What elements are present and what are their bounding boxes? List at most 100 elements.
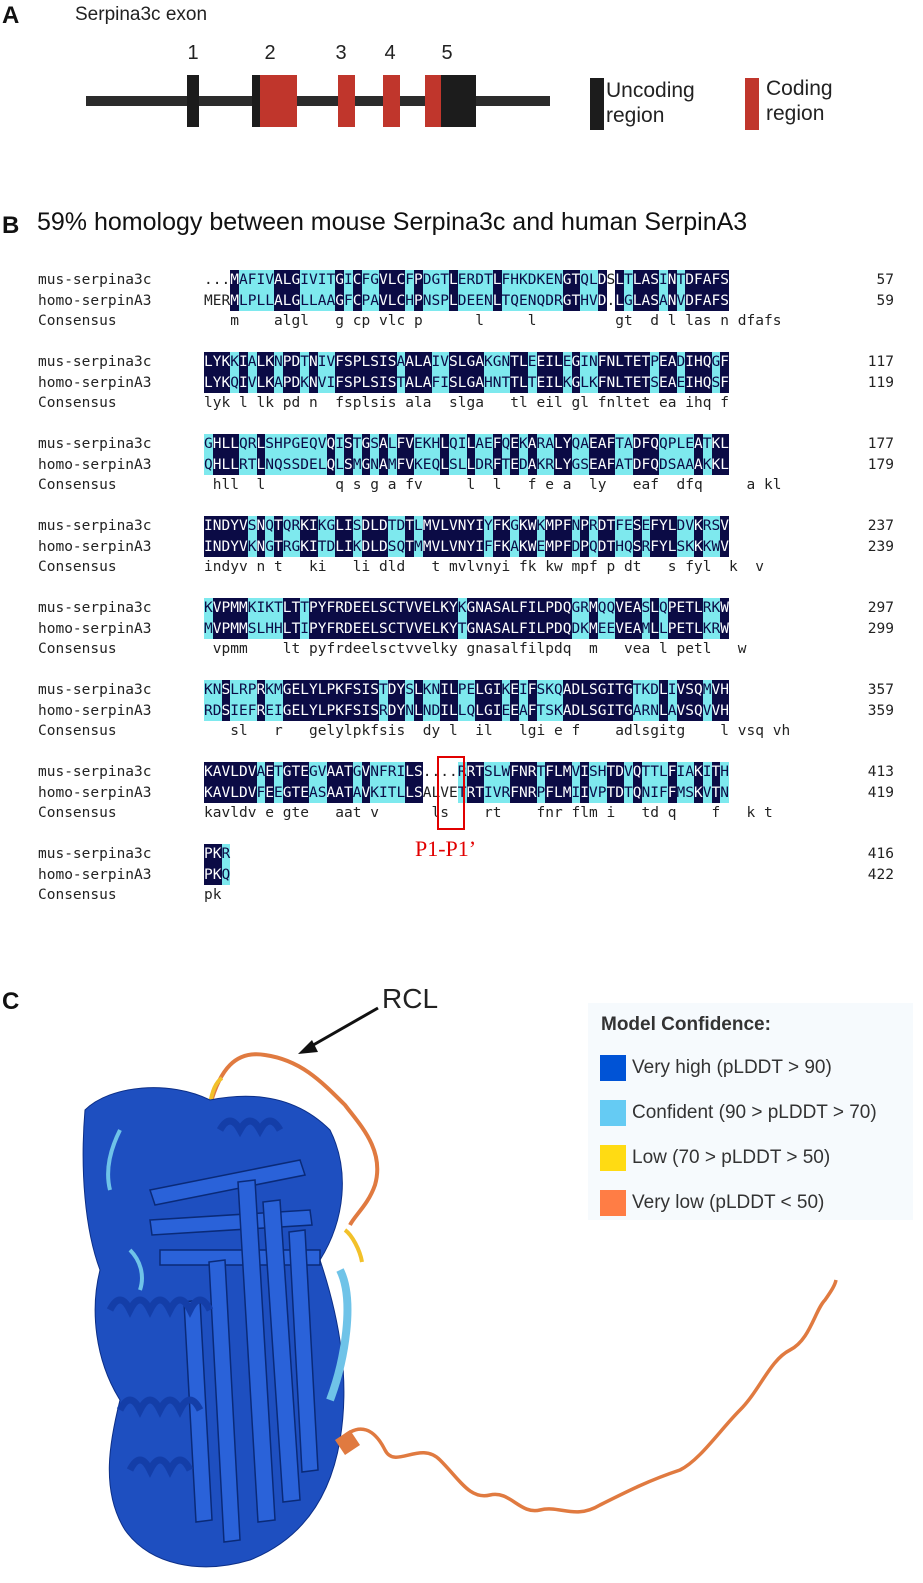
consensus-sequence-row: Consensus m algl g cp vlc p l l gt d l l… — [38, 311, 894, 332]
sequence-name: Consensus — [38, 887, 117, 904]
sequence-residues: QHLLRTLNQSSDELQLSMGNAMFVKEQLSLLDRFTEDAKR… — [204, 454, 729, 476]
exon-4-box — [383, 75, 400, 127]
sequence-name: Consensus — [38, 477, 117, 494]
sequence-residues: KAVLDVAETGTEGVAATGVNFRILS....RRTSLWFNRTF… — [204, 762, 729, 783]
sequence-name: mus-serpina3c — [38, 354, 152, 370]
exon-3-box — [338, 75, 355, 127]
sequence-name: homo-serpinA3 — [38, 456, 152, 473]
sequence-residues: hll l q s g a fv l l f e a ly eaf dfq a … — [212, 477, 782, 494]
sequence-residues: PKQ — [204, 864, 231, 886]
sequence-name: Consensus — [38, 559, 117, 576]
residue-position-number: 59 — [876, 292, 894, 309]
alignment-title: 59% homology between mouse Serpina3c and… — [37, 208, 748, 236]
rcl-label: RCL — [382, 983, 439, 1014]
sequence-name: Consensus — [38, 723, 117, 740]
residue-position-number: 179 — [867, 456, 894, 473]
human-sequence-row: homo-serpinA3 KAVLDVFEEGTEASAATAVKITLLSAL… — [38, 782, 894, 804]
confident-segment — [326, 1268, 352, 1402]
residue-position-number: 419 — [867, 784, 894, 801]
consensus-sequence-row: Consensus vpmm lt pyfrdeelsctvvelky gnas… — [38, 639, 894, 660]
sequence-name: homo-serpinA3 — [38, 620, 152, 637]
sequence-residues: LYKQIVLKAPDKNVIFSPLSISTALAFISLGAHNTTLTEI… — [204, 372, 729, 394]
exon-diagram-title: Serpina3c exon — [75, 4, 208, 25]
beta-sheet-strands — [149, 1159, 321, 1543]
low-label: Low (70 > pLDDT > 50) — [632, 1147, 831, 1168]
sequence-name: Consensus — [38, 641, 117, 658]
exon-1-box — [187, 75, 199, 127]
mouse-sequence-row: mus-serpina3c KNSLRPRKMGELYLPKFSISTDYSLKN… — [38, 680, 894, 701]
sequence-name: mus-serpina3c — [38, 272, 152, 288]
exon-number-2: 2 — [264, 42, 276, 64]
sequence-residues: MERMLPLLALGLLAAGFCPAVLCHPNSPLDEENLTQENQD… — [204, 290, 729, 312]
exon-number-3: 3 — [335, 42, 347, 64]
sequence-name: mus-serpina3c — [38, 682, 152, 698]
human-sequence-row: homo-serpinA3 QHLLRTLNQSSDELQLSMGNAMFVKEQ… — [38, 454, 894, 476]
sequence-residues: KVPMMKIKTLTTPYFRDEELSCTVVELKYKGNASALFILP… — [204, 598, 729, 619]
panel-b-label: B — [2, 212, 20, 239]
sequence-residues: KNSLRPRKMGELYLPKFSISTDYSLKNILPELGIKEIFSK… — [204, 680, 729, 701]
residue-position-number: 357 — [867, 682, 894, 698]
very-low-swatch — [600, 1190, 626, 1216]
human-sequence-row: homo-serpinA3 LYKQIVLKAPDKNVIFSPLSISTALAF… — [38, 372, 894, 394]
residue-position-number: 57 — [876, 272, 894, 288]
exon-number-4: 4 — [384, 42, 396, 64]
sequence-name: homo-serpinA3 — [38, 866, 152, 883]
model-confidence-legend: Model Confidence: Very high (pLDDT > 90)… — [588, 1003, 913, 1220]
very-low-label: Very low (pLDDT < 50) — [632, 1192, 825, 1213]
sequence-name: homo-serpinA3 — [38, 702, 152, 719]
sequence-residues: ...MAFIVALGIVITGICFGVLCFPDGTLERDTLFHKDKE… — [204, 270, 729, 291]
rcl-arrow — [307, 1006, 379, 1050]
exon-2-box — [260, 75, 297, 127]
sequence-name: homo-serpinA3 — [38, 374, 152, 391]
very-high-label: Very high (pLDDT > 90) — [632, 1057, 832, 1078]
sequence-residues: KAVLDVFEEGTEASAATAVKITLLSALVETRTIVRFNRPF… — [204, 782, 729, 804]
exon-diagram: 1 2 3 4 5 — [86, 40, 556, 135]
p1-p1-label: P1-P1’ — [415, 836, 477, 861]
sequence-name: mus-serpina3c — [38, 436, 152, 452]
protein-structure-image — [82, 1006, 838, 1568]
exon-number-5: 5 — [441, 42, 453, 64]
p1-p1-highlight-box — [437, 756, 465, 830]
exon-2-noncoding — [252, 75, 260, 127]
residue-position-number: 177 — [867, 436, 894, 452]
residue-position-number: 359 — [867, 702, 894, 719]
alpha-helices — [106, 1117, 284, 1478]
sequence-name: homo-serpinA3 — [38, 292, 152, 309]
sequence-name: mus-serpina3c — [38, 846, 152, 862]
very-high-swatch — [600, 1055, 626, 1081]
sequence-name: homo-serpinA3 — [38, 784, 152, 801]
rcl-arrowhead — [298, 1040, 318, 1054]
mouse-sequence-row: mus-serpina3c ...MAFIVALGIVITGICFGVLCFPDG… — [38, 270, 894, 291]
disordered-tail — [338, 1279, 838, 1514]
sequence-residues: sl r gelylpkfsis dy l il lgi e f adlsgit… — [230, 723, 791, 740]
model-confidence-title: Model Confidence: — [601, 1014, 771, 1035]
alignment-block: mus-serpina3c KNSLRPRKMGELYLPKFSISTDYSLKN… — [38, 680, 894, 742]
exon-number-1: 1 — [187, 42, 199, 64]
residue-position-number: 299 — [867, 620, 894, 637]
residue-position-number: 119 — [867, 374, 894, 391]
confident-label: Confident (90 > pLDDT > 70) — [632, 1102, 877, 1123]
residue-position-number: 297 — [867, 600, 894, 616]
intron-line — [86, 96, 550, 106]
human-sequence-row: homo-serpinA3 PKQ 422 — [38, 864, 894, 886]
sequence-residues: pk — [204, 887, 222, 904]
alignment-block: mus-serpina3c ...MAFIVALGIVITGICFGVLCFPDG… — [38, 270, 894, 332]
sequence-residues: MVPMMSLHHLTIPYFRDEELSCTVVELKYTGNASALFILP… — [204, 618, 729, 640]
residue-position-number: 422 — [867, 866, 894, 883]
consensus-sequence-row: Consensus pk — [38, 885, 894, 906]
panel-a-label: A — [2, 2, 20, 29]
residue-position-number: 416 — [867, 846, 894, 862]
exon-5-noncoding — [441, 75, 476, 127]
